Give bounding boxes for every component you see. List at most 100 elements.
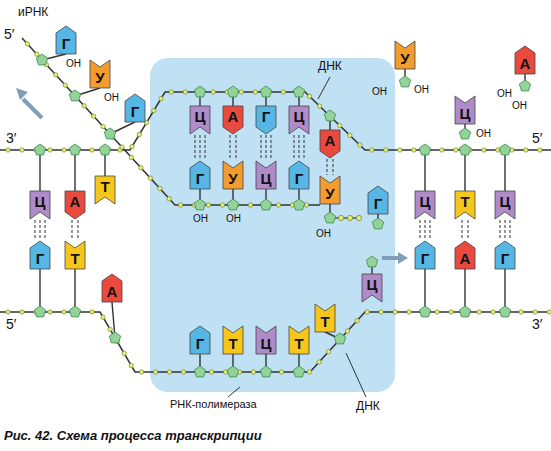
phosphate (491, 310, 495, 314)
base-letter: Ц (190, 106, 210, 125)
phosphate (337, 123, 341, 127)
nucleotide: Г (289, 161, 309, 189)
sugar (366, 256, 377, 267)
base-stick (464, 150, 465, 191)
sugar (227, 366, 238, 377)
phosphate (248, 203, 252, 207)
phosphate (279, 370, 283, 374)
hydroxyl-label: OH (476, 128, 491, 140)
phosphate (48, 148, 52, 152)
base-letter: У (320, 176, 340, 202)
phosphate (407, 310, 411, 314)
phosphate (206, 203, 210, 207)
nucleotide: Г (56, 26, 76, 54)
sugar (334, 333, 345, 344)
phosphate (137, 132, 141, 136)
phosphate (158, 186, 162, 190)
nucleotide: Г (495, 241, 515, 269)
sugar (293, 199, 304, 210)
base-stick (39, 150, 40, 191)
hydrogen-bond (230, 135, 236, 160)
base-letter: Г (30, 241, 50, 267)
phosphate (276, 203, 280, 207)
base-letter: А (455, 241, 475, 267)
phosphate (211, 90, 215, 94)
nucleotide: Ц (30, 191, 50, 219)
sugar (194, 366, 205, 377)
base-letter: А (223, 106, 243, 125)
phosphate (412, 148, 416, 152)
base-letter: Г (289, 161, 309, 187)
phosphate (35, 52, 39, 56)
hydrogen-bond (35, 220, 45, 240)
phosphate (63, 83, 67, 87)
hydroxyl-label: OH (316, 228, 331, 240)
phosphate (25, 42, 29, 46)
base-letter: Ц (256, 161, 276, 187)
part-label: ДНК (318, 60, 342, 74)
base-letter: Т (315, 304, 335, 330)
phosphates (6, 42, 551, 375)
phosphate (220, 203, 224, 207)
base-stick (74, 150, 75, 191)
nucleotide: Т (65, 241, 85, 269)
phosphate (435, 310, 439, 314)
dna-strand (0, 92, 551, 150)
sugar (227, 86, 238, 97)
phosphate (384, 148, 388, 152)
nucleotide: Г (125, 94, 145, 122)
hydroxyl-label: OH (414, 84, 429, 96)
phosphate (307, 370, 311, 374)
base-letter: Ц (256, 326, 276, 352)
strand-end: 5′ (532, 130, 542, 146)
sugar (36, 54, 47, 65)
phosphate (317, 360, 321, 364)
phosphate (129, 363, 133, 367)
strand-end: 5′ (6, 316, 16, 332)
nucleotide: Т (455, 191, 475, 219)
base-letter: Т (95, 176, 115, 195)
hydrogen-bond (420, 220, 430, 240)
phosphate (139, 370, 143, 374)
nucleotide: А (102, 274, 122, 302)
sugar (499, 306, 510, 317)
phosphate (62, 310, 66, 314)
sugar (459, 144, 470, 155)
rna-strand (22, 38, 320, 205)
phosphate (355, 319, 359, 323)
nucleotide: Ц (415, 191, 435, 219)
sugar (459, 128, 470, 139)
phosphate (6, 310, 10, 314)
phosphate (20, 148, 24, 152)
phosphate (91, 114, 95, 118)
base-letter: Г (190, 326, 210, 352)
phosphate (253, 90, 257, 94)
base-letter: Ц (362, 274, 382, 293)
base-stick (424, 150, 425, 191)
phosphate (440, 148, 444, 152)
nucleotide: Т (315, 304, 335, 332)
phosphate (101, 124, 105, 128)
phosphate (108, 327, 112, 331)
base-letter: Ц (495, 191, 515, 210)
nucleotide: У (320, 176, 340, 204)
hydrogen-bond (72, 220, 78, 240)
nucleotide: Т (223, 326, 243, 354)
sugar (260, 86, 271, 97)
strand-end: 3′ (6, 130, 16, 146)
phosphate (239, 90, 243, 94)
sugar (227, 199, 238, 210)
base-stick (504, 150, 505, 191)
hydroxyl-label: OH (104, 92, 119, 104)
base-letter: Г (56, 26, 76, 52)
base-letter: А (320, 130, 340, 149)
sugar (419, 306, 430, 317)
phosphate (307, 94, 311, 98)
phosphate (358, 143, 362, 147)
phosphate (82, 104, 86, 108)
phosphate (348, 133, 352, 137)
figure-caption: Рис. 42. Схема процесса транскрипции (4, 428, 262, 443)
sugar (69, 144, 80, 155)
